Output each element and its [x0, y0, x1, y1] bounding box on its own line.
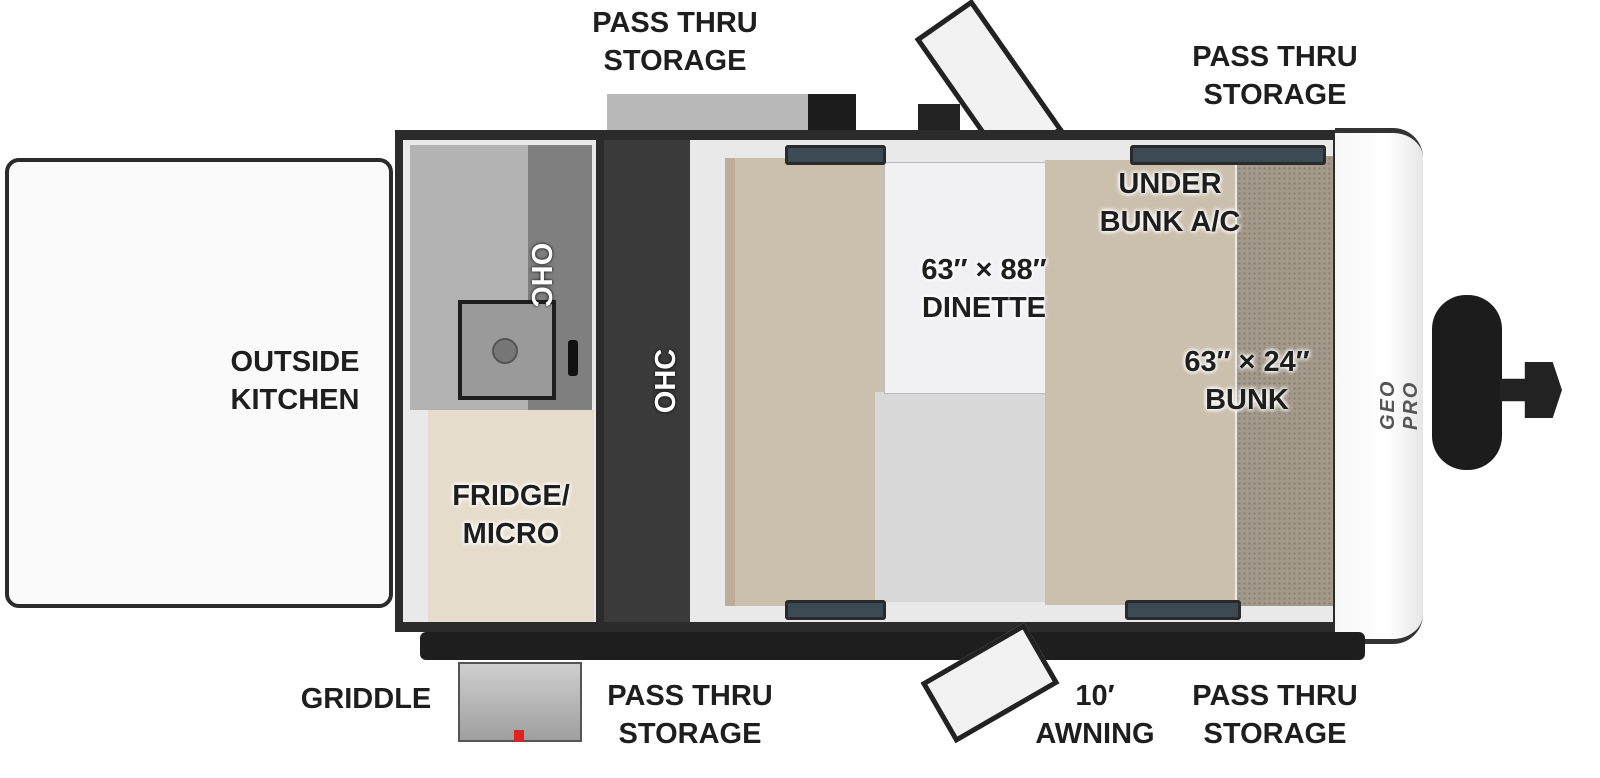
window: [785, 600, 886, 620]
label-ohc-rear: OHC: [650, 348, 682, 414]
label-line: BUNK: [1205, 384, 1289, 416]
label-line: KITCHEN: [230, 384, 360, 416]
label-line: DINETTE: [921, 292, 1047, 324]
door-step: [918, 104, 960, 132]
wall-strip: [596, 140, 604, 622]
label-griddle: GRIDDLE: [300, 683, 432, 715]
label-ohc-kitchen: OHC: [525, 242, 557, 308]
faucet-icon: [568, 340, 578, 376]
bunk: [1237, 156, 1333, 606]
label-line: FRIDGE/: [452, 480, 570, 512]
label-line: STORAGE: [1203, 718, 1347, 750]
label-pass-thru-storage: PASS THRU STORAGE: [1192, 677, 1357, 753]
dinette-floor: [875, 392, 1045, 602]
logo: GEO PRO: [1377, 300, 1422, 460]
awning: [420, 632, 1365, 660]
label-pass-thru-storage: PASS THRU STORAGE: [592, 4, 757, 80]
ohc-cabinet: [604, 140, 690, 622]
label-line: PASS THRU: [1192, 680, 1358, 712]
label-bunk: 63″ × 24″ BUNK: [1184, 343, 1309, 419]
logo-text: GEO PRO: [1377, 379, 1422, 430]
label-pass-thru-storage: PASS THRU STORAGE: [607, 677, 772, 753]
griddle-knob: [514, 730, 524, 742]
label-line: 63″ × 24″: [1184, 346, 1310, 378]
drain-icon: [492, 338, 518, 364]
label-line: UNDER: [1118, 168, 1222, 200]
label-line: AWNING: [1035, 718, 1155, 750]
top-storage-box: [607, 94, 812, 134]
fridge-micro: [428, 410, 594, 622]
rear-seat: [725, 158, 885, 606]
label-line: 63″ × 88″: [921, 254, 1047, 286]
tongue-box: [1432, 295, 1502, 470]
window: [1125, 600, 1241, 620]
outside-kitchen-panel: [5, 158, 393, 608]
label-line: BUNK A/C: [1099, 206, 1241, 238]
label-outside-kitchen: OUTSIDE KITCHEN: [231, 343, 360, 419]
label-line: MICRO: [462, 518, 560, 550]
label-line: OUTSIDE: [230, 346, 360, 378]
front-cap: [1335, 128, 1423, 644]
top-storage-box-dark: [808, 94, 856, 134]
label-fridge-micro: FRIDGE/MICRO: [452, 477, 570, 553]
front-seat: [1045, 160, 1235, 605]
window: [785, 145, 886, 165]
label-line: 10′: [1075, 680, 1115, 712]
label-line: PASS THRU: [607, 680, 773, 712]
label-line: STORAGE: [1203, 79, 1347, 111]
hitch: [1500, 362, 1562, 418]
window: [1130, 145, 1326, 165]
label-line: PASS THRU: [592, 7, 758, 39]
label-under-bunk-ac: UNDER BUNK A/C: [1100, 165, 1241, 241]
label-line: STORAGE: [618, 718, 762, 750]
label-line: STORAGE: [603, 45, 747, 77]
griddle: [458, 662, 582, 742]
label-dinette: 63″ × 88″ DINETTE: [921, 251, 1046, 327]
label-awning: 10′ AWNING: [1035, 677, 1154, 753]
label-pass-thru-storage: PASS THRU STORAGE: [1192, 38, 1357, 114]
label-line: PASS THRU: [1192, 41, 1358, 73]
